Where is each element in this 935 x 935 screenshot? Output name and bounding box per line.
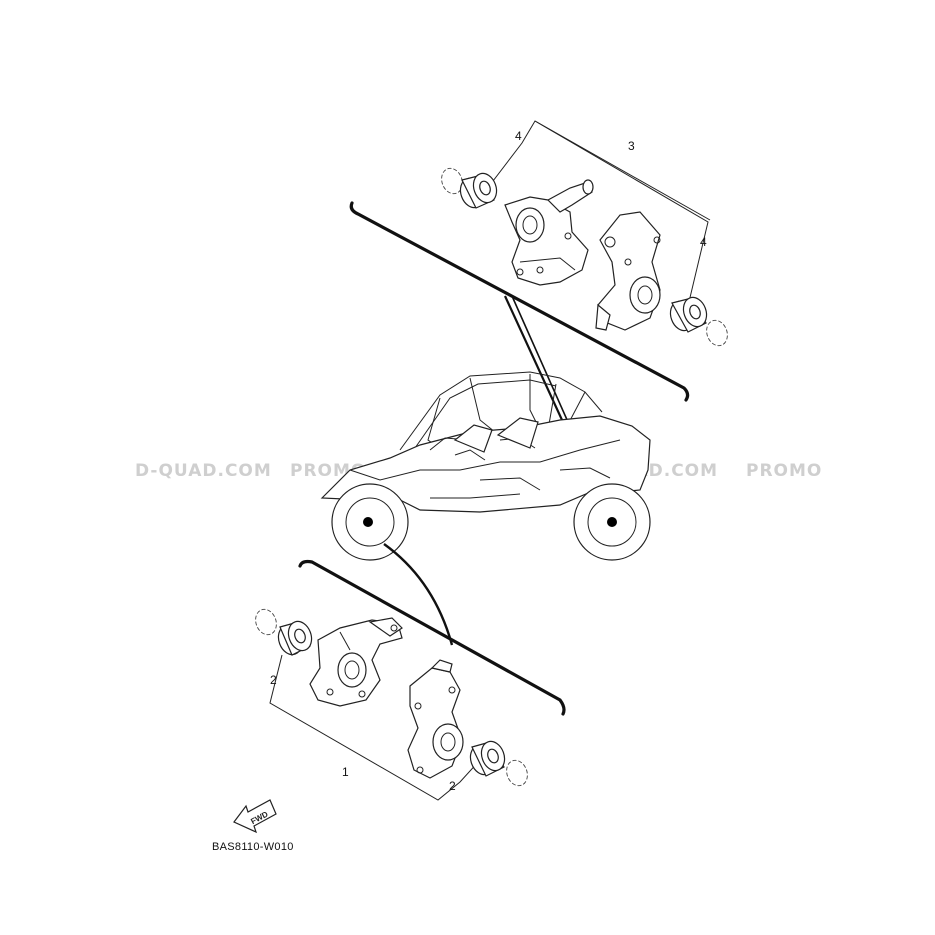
diagram-code: BAS8110-W010 [212, 841, 294, 853]
vehicle-front-wheel [331, 483, 409, 561]
callout-3: 3 [628, 139, 635, 153]
front-callout-bracket [269, 654, 481, 801]
callout-4-left: 4 [515, 129, 522, 143]
watermark-segment-4: PROMO [746, 461, 822, 481]
vehicle-illustration [320, 371, 651, 561]
vehicle-rear-wheel [573, 483, 651, 561]
callout-4-right: 4 [700, 235, 707, 249]
fwd-arrow-icon: FWD [233, 799, 277, 834]
rear-left-bearing [459, 172, 498, 209]
rear-right-bearing [669, 296, 708, 333]
rear-knuckle-group: 4 3 4 [349, 120, 728, 522]
front-right-bearing [469, 740, 506, 777]
rear-left-circlip [441, 167, 463, 195]
front-left-circlip [255, 608, 277, 636]
rear-divider-line [349, 201, 690, 402]
front-divider-line [298, 559, 566, 716]
rear-right-knuckle [595, 211, 661, 331]
front-right-knuckle [407, 659, 464, 779]
callout-2-right: 2 [449, 779, 456, 793]
front-left-bearing [277, 620, 313, 656]
front-knuckle-group: 2 1 2 [255, 543, 566, 801]
callout-2-left: 2 [270, 673, 277, 687]
rear-left-knuckle [504, 179, 594, 286]
front-right-circlip [506, 759, 528, 787]
watermark-segment-1: D-QUAD.COM [135, 461, 272, 481]
front-leader-line [383, 543, 454, 646]
rear-right-circlip [706, 319, 728, 347]
rear-callout-bracket-tick [534, 120, 711, 221]
callout-1: 1 [342, 765, 349, 779]
front-left-knuckle [309, 617, 403, 707]
